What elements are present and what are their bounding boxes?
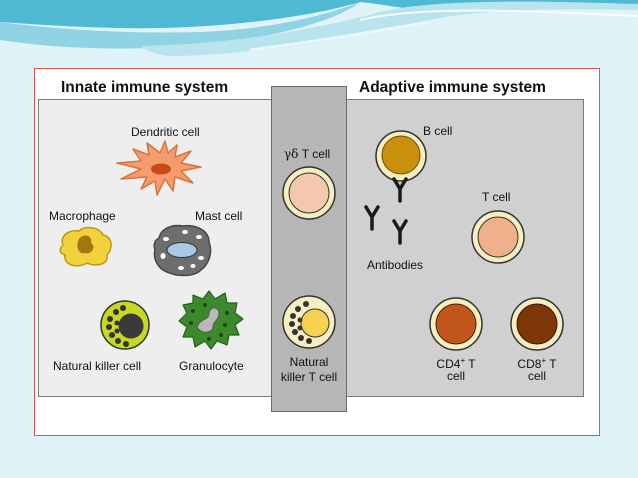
b-cell-label: B cell xyxy=(423,124,453,138)
gamma-delta-symbol: γδ xyxy=(284,147,299,161)
mast-cell-label: Mast cell xyxy=(195,209,243,223)
granulocyte-label: Granulocyte xyxy=(179,359,244,373)
cd8-t-cell-icon xyxy=(510,297,564,351)
middle-column xyxy=(271,86,347,412)
t-cell-icon xyxy=(471,210,525,264)
antibodies-label: Antibodies xyxy=(367,258,424,272)
cd8-suffix: T xyxy=(546,357,557,371)
macrophage-label: Macrophage xyxy=(49,209,116,223)
cd4-t-cell-icon xyxy=(429,297,483,351)
gamma-delta-t-cell-label: γδ T cell xyxy=(284,147,330,161)
natural-killer-cell-icon xyxy=(100,300,150,350)
cd4-suffix: T xyxy=(465,357,476,371)
gamma-delta-suffix: T cell xyxy=(301,147,331,161)
cd4-t-cell-label-line1: CD4+ T xyxy=(420,354,492,371)
dendritic-cell-icon xyxy=(116,140,202,196)
cd4-t-cell-label-line2: cell xyxy=(446,369,465,383)
adaptive-title: Adaptive immune system xyxy=(359,79,546,96)
cd4-base: CD4 xyxy=(436,357,461,371)
granulocyte-icon xyxy=(178,290,244,350)
natural-killer-t-cell-label-line2: killer T cell xyxy=(280,370,338,384)
header-wave-decoration xyxy=(0,0,638,57)
antibodies-icon xyxy=(364,177,408,245)
dendritic-cell-label: Dendritic cell xyxy=(131,125,200,139)
natural-killer-t-cell-icon xyxy=(282,295,336,349)
b-cell-icon xyxy=(375,130,427,182)
cd4-superscript: + xyxy=(460,356,466,365)
diagram-frame: Innate immune system Adaptive immune sys… xyxy=(34,68,600,436)
cd8-base: CD8 xyxy=(517,357,542,371)
cd8-t-cell-label-line1: CD8+ T xyxy=(501,354,573,371)
natural-killer-t-cell-label-line1: Natural xyxy=(289,355,329,369)
natural-killer-cell-label: Natural killer cell xyxy=(53,359,142,373)
macrophage-icon xyxy=(59,226,112,267)
cd8-superscript: + xyxy=(541,356,547,365)
innate-title: Innate immune system xyxy=(61,79,229,96)
t-cell-label: T cell xyxy=(482,190,511,204)
mast-cell-icon xyxy=(153,224,212,277)
cd8-t-cell-label-line2: cell xyxy=(527,369,546,383)
gamma-delta-t-cell-icon xyxy=(282,166,336,220)
